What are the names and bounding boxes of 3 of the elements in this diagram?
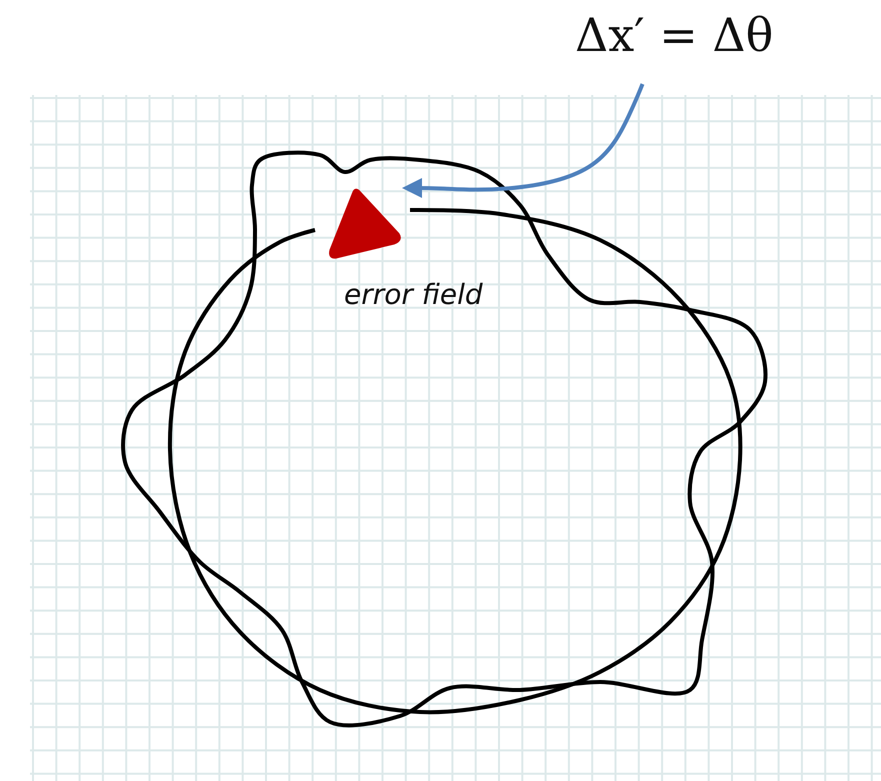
formula-text: Δx′ = Δθ [575, 8, 774, 62]
field-label: error field [344, 278, 483, 311]
curved-arrow [402, 83, 644, 198]
